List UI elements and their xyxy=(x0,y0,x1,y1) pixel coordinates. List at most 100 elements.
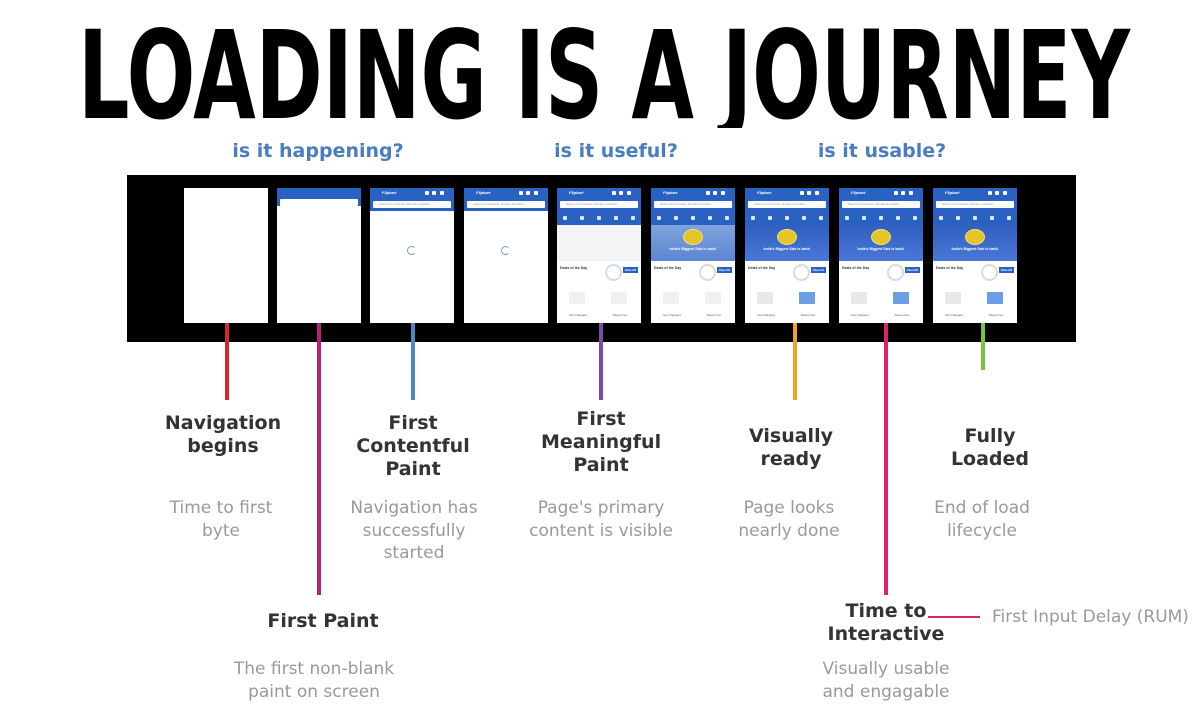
category-row xyxy=(839,211,923,225)
sale-seal-icon xyxy=(965,229,985,245)
product-name: Steam Iron xyxy=(988,313,1004,317)
product-name: Car Chargers xyxy=(568,313,587,317)
header-icon xyxy=(627,191,631,195)
label-first-meaningful-paint: First Meaningful Paint xyxy=(541,408,662,476)
category-row xyxy=(933,211,1017,225)
product-name: Steam Iron xyxy=(706,313,722,317)
charger-image-icon xyxy=(851,292,867,304)
header-icon xyxy=(619,191,623,195)
promo-banner: India's Biggest Sale is back! xyxy=(745,225,829,261)
milestone-line xyxy=(317,323,321,595)
milestone-line xyxy=(884,323,888,595)
category-icon xyxy=(784,216,789,220)
product-name: Car Chargers xyxy=(756,313,775,317)
product-name: Car Chargers xyxy=(850,313,869,317)
clock-icon xyxy=(887,264,904,281)
header-icon xyxy=(807,191,811,195)
search-bar: Search for Products, Brands and More xyxy=(464,200,548,211)
header-icon xyxy=(901,191,905,195)
product-row: Car Chargers Steam Iron xyxy=(557,287,641,323)
app-logo: Flipkart xyxy=(663,190,678,195)
desc-navigation-begins: Time to first byte xyxy=(169,498,273,541)
charger-image-icon xyxy=(757,292,773,304)
header-icon xyxy=(988,191,992,195)
first-input-delay-label: First Input Delay (RUM) xyxy=(992,607,1189,627)
app-logo: Flipkart xyxy=(382,190,397,195)
view-all-button: View All xyxy=(998,267,1014,273)
header-icon xyxy=(706,191,710,195)
label-text: Navigation begins xyxy=(164,412,282,457)
search-bar xyxy=(277,198,361,206)
milestone-line xyxy=(793,323,797,400)
deals-label: Deals of the Day xyxy=(560,266,588,270)
product-card: Steam Iron xyxy=(881,287,923,323)
category-icon xyxy=(690,216,695,220)
product-card: Steam Iron xyxy=(693,287,735,323)
category-icon xyxy=(724,216,729,220)
category-row xyxy=(557,211,641,225)
product-card: Steam Iron xyxy=(599,287,641,323)
label-navigation-begins: Navigation begins xyxy=(163,412,283,458)
charger-image-icon xyxy=(945,292,961,304)
category-icon xyxy=(801,216,806,220)
deals-label: Deals of the Day xyxy=(936,266,964,270)
question-usable: is it usable? xyxy=(817,140,947,162)
deals-label: Deals of the Day xyxy=(654,266,682,270)
sale-seal-icon xyxy=(683,229,703,245)
label-first-paint: First Paint xyxy=(267,610,379,632)
header-icon xyxy=(1003,191,1007,195)
category-icon xyxy=(939,216,944,220)
search-input: Search for Products, Brands and More xyxy=(467,201,545,208)
category-icon xyxy=(845,216,850,220)
iron-image-icon xyxy=(799,292,815,304)
product-row: Car Chargers Steam Iron xyxy=(745,287,829,323)
search-bar: Search for Products, Brands and More xyxy=(839,200,923,211)
category-icon xyxy=(613,216,618,220)
search-input: Search for Products, Brands and More xyxy=(560,201,638,208)
category-icon xyxy=(862,216,867,220)
product-name: Steam Iron xyxy=(800,313,816,317)
product-card: Steam Iron xyxy=(975,287,1017,323)
app-logo: Flipkart xyxy=(851,190,866,195)
label-visually-ready: Visually ready xyxy=(749,425,833,470)
header-icon xyxy=(432,191,436,195)
app-header: Flipkart xyxy=(839,188,923,200)
banner-text: India's Biggest Sale is back! xyxy=(857,247,905,251)
category-row xyxy=(745,211,829,225)
label-first-contentful-paint: First Contentful Paint xyxy=(356,412,470,480)
category-icon xyxy=(563,216,568,220)
category-icon xyxy=(989,216,994,220)
app-header: Flipkart xyxy=(651,188,735,200)
deals-label: Deals of the Day xyxy=(842,266,870,270)
filmstrip-frame xyxy=(184,188,268,323)
app-logo: Flipkart xyxy=(945,190,960,195)
milestone-line xyxy=(225,323,229,400)
category-icon xyxy=(972,216,977,220)
promo-banner: India's Biggest Sale is back! xyxy=(839,225,923,261)
product-name: Steam Iron xyxy=(612,313,628,317)
category-icon xyxy=(580,216,585,220)
search-bar: Search for Products, Brands and More xyxy=(933,200,1017,211)
header-icon xyxy=(815,191,819,195)
sale-seal-icon xyxy=(871,229,891,245)
iron-image-icon xyxy=(705,292,721,304)
header-icon xyxy=(612,191,616,195)
header-icon xyxy=(534,191,538,195)
app-header: Flipkart xyxy=(370,188,454,200)
milestone-line xyxy=(599,323,603,400)
header-icon xyxy=(909,191,913,195)
app-header: Flipkart xyxy=(745,188,829,200)
product-card: Car Chargers xyxy=(651,287,693,323)
category-icon xyxy=(912,216,917,220)
search-input: Search for Products, Brands and More xyxy=(748,201,826,208)
label-time-to-interactive: Time to Interactive xyxy=(827,600,945,645)
header-icon xyxy=(995,191,999,195)
question-happening: is it happening? xyxy=(232,140,404,162)
